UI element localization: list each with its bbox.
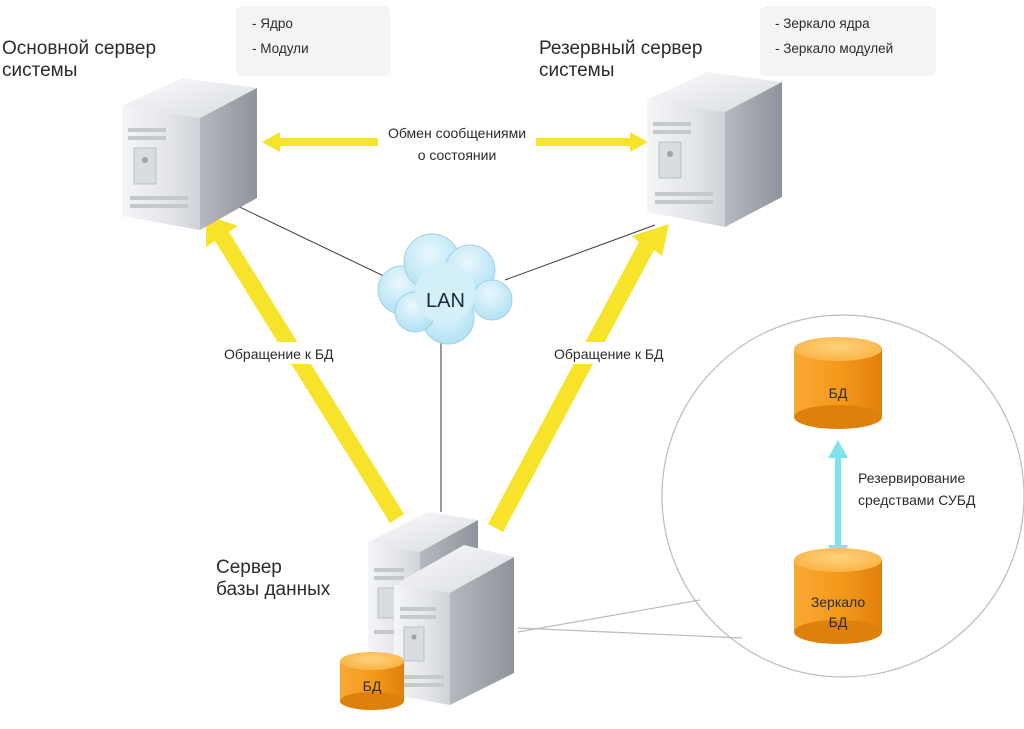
zoom-db-label: БД: [829, 385, 848, 401]
backup-server-title-1: Резервный сервер: [539, 38, 702, 59]
lan-cloud-icon: [377, 233, 513, 345]
heartbeat-arrows: [262, 132, 648, 152]
arrow-right-db-icon: [488, 224, 669, 532]
backup-server-title-2: системы: [539, 60, 614, 81]
mirror-db-label-1: Зеркало: [811, 594, 866, 610]
db-cylinder-small-icon: [340, 652, 404, 710]
backup-server-icon: [647, 72, 782, 227]
primary-server-title-1: Основной сервер: [2, 38, 156, 59]
db-server-title-2: базы данных: [216, 579, 331, 600]
backup-item-1: - Зеркало ядра: [775, 16, 870, 31]
primary-item-1: - Ядро: [252, 16, 293, 31]
zoom-bubble: [517, 314, 1024, 678]
primary-server-icon: [122, 78, 257, 230]
replication-arrow-icon: [828, 440, 848, 563]
primary-item-2: - Модули: [252, 41, 309, 56]
replication-label-1: Резервирование: [858, 470, 965, 486]
db-access-right-label: Обращение к БД: [554, 346, 664, 362]
primary-items-panel: [236, 6, 390, 76]
left-access-label-bg: [220, 342, 346, 364]
network-links: [224, 199, 656, 512]
right-access-label-bg: [550, 342, 676, 364]
lan-label: LAN: [426, 290, 465, 312]
db-mirror-cylinder-icon: [794, 548, 882, 644]
backup-item-2: - Зеркало модулей: [775, 41, 893, 56]
heartbeat-label-1: Обмен сообщениями: [388, 125, 526, 141]
primary-server-title-2: системы: [2, 60, 77, 81]
db-server-icon: [368, 512, 514, 705]
replication-label-2: средствами СУБД: [858, 492, 976, 508]
heartbeat-label-2: о состоянии: [418, 147, 497, 163]
mirror-db-label-2: БД: [829, 614, 848, 630]
db-access-arrows: [206, 215, 669, 532]
db-server-title-1: Сервер: [216, 557, 282, 578]
db-small-label: БД: [363, 678, 382, 694]
backup-items-panel: [760, 6, 936, 76]
db-cylinder-zoom-icon: [794, 337, 882, 429]
arrow-right-icon: [536, 132, 648, 152]
arrow-left-icon: [262, 132, 378, 152]
arrow-left-db-icon: [206, 215, 404, 523]
db-access-left-label: Обращение к БД: [224, 346, 334, 362]
